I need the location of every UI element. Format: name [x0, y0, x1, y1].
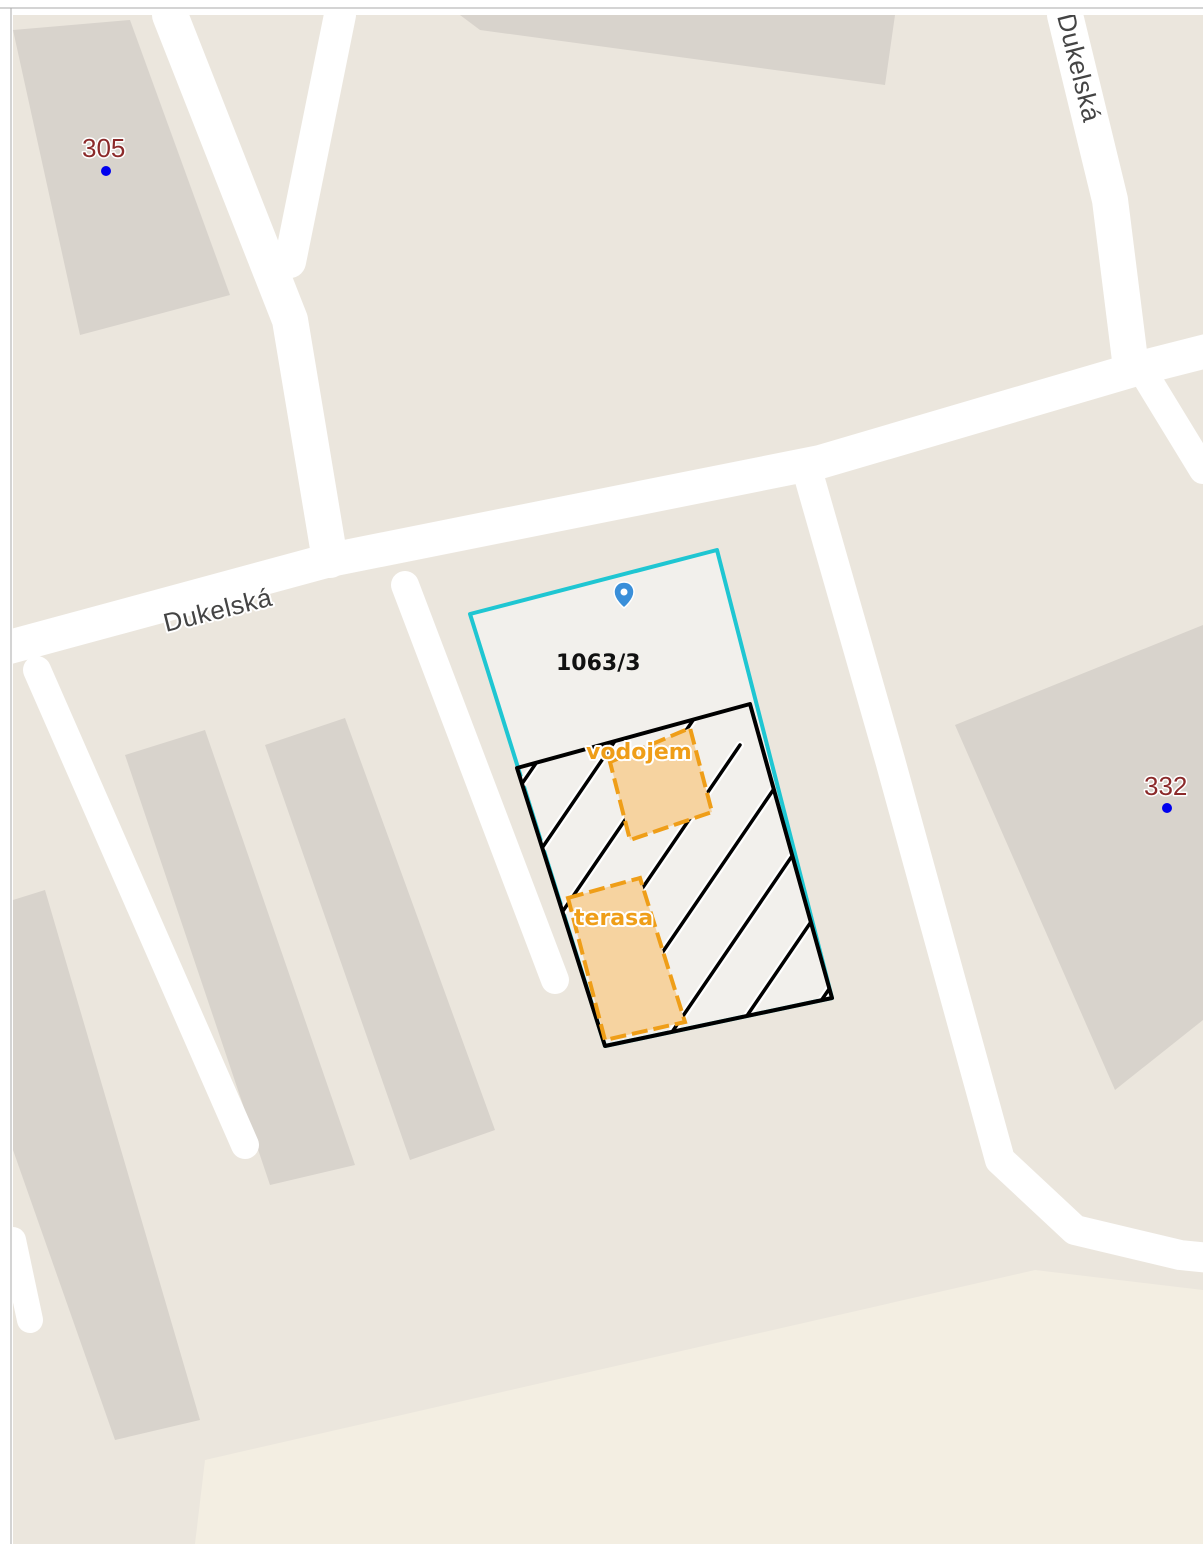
address-point-332[interactable] — [1162, 803, 1172, 813]
feature-terasa[interactable] — [565, 875, 688, 1043]
road-to-parcel — [391, 571, 569, 994]
road-east-branch — [1131, 361, 1203, 484]
building-332 — [955, 625, 1203, 1090]
road-west-edge — [13, 1227, 43, 1333]
parcel-label: 1063/3 — [556, 651, 641, 676]
building-strip-2 — [265, 718, 495, 1160]
road-west-parking — [23, 656, 259, 1159]
road-dukelska-vertical — [1047, 15, 1148, 378]
road-east — [795, 465, 1203, 1273]
location-pin-icon[interactable] — [613, 581, 635, 609]
hatched-area-border — [515, 702, 834, 1048]
feature-label-terasa: terasa — [574, 906, 653, 931]
address-point-305[interactable] — [101, 166, 111, 176]
building-305 — [13, 20, 230, 335]
road-dukelska-horizontal — [13, 334, 1203, 664]
address-label-305: 305 — [82, 133, 125, 163]
building-strip-3 — [13, 890, 200, 1440]
feature-label-vodojem: vodojem — [586, 740, 692, 765]
feature-vodojem[interactable] — [607, 725, 715, 843]
road-fork-right — [274, 15, 356, 278]
address-label-332: 332 — [1144, 771, 1187, 801]
road-diagonal-left — [152, 15, 348, 578]
building-strip-1 — [125, 730, 355, 1185]
building-top — [460, 15, 895, 85]
open-area — [195, 1270, 1203, 1544]
